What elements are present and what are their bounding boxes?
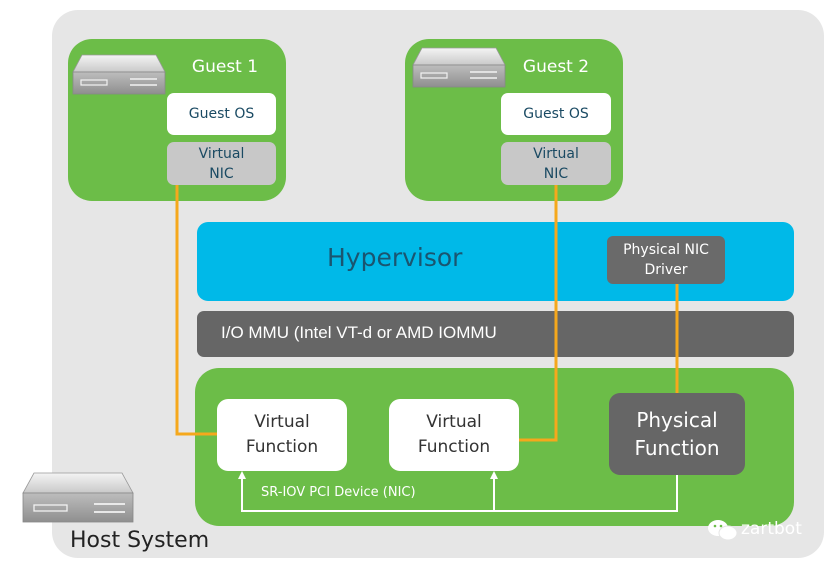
arrow-head-icon — [490, 471, 498, 479]
vf-label-line2: Function — [245, 437, 319, 457]
vnic-label-line1: Virtual — [533, 145, 579, 162]
hypervisor-label: Hypervisor — [327, 243, 463, 272]
vf-label-line2: Function — [417, 437, 491, 457]
physical-nic-driver: Physical NIC Driver — [607, 236, 725, 284]
server-icon — [72, 54, 166, 95]
arrow-head-icon — [238, 471, 246, 479]
guest-1-title: Guest 1 — [191, 57, 259, 77]
vnic-label-line2: NIC — [543, 165, 569, 182]
iommu-layer — [197, 311, 794, 357]
host-system-label: Host System — [70, 528, 210, 553]
wechat-icon — [708, 520, 738, 541]
iommu-label: I/O MMU (Intel VT-d or AMD IOMMU — [221, 323, 497, 342]
server-icon — [412, 47, 506, 88]
guest-os-label: Guest OS — [188, 106, 255, 122]
guest-2-link — [519, 185, 558, 442]
driver-label-line1: Physical NIC — [623, 242, 709, 258]
guest-1-os: Guest OS — [167, 93, 276, 135]
vnic-label-line1: Virtual — [198, 145, 245, 162]
vnic-label-line2: NIC — [209, 165, 234, 182]
watermark-text: zartbot — [741, 519, 802, 539]
sriov-device-label: SR-IOV PCI Device (NIC) — [261, 485, 416, 500]
guest-os-label: Guest OS — [523, 106, 589, 122]
vf-label-line1: Virtual — [254, 412, 310, 432]
pf-vf-control-link — [241, 475, 678, 512]
guest-2-title: Guest 2 — [522, 57, 590, 77]
driver-label-line2: Driver — [644, 262, 688, 278]
server-icon — [22, 472, 134, 523]
guest-1-link — [175, 185, 217, 436]
pf-label-line2: Function — [634, 436, 720, 460]
guest-2-os: Guest OS — [501, 93, 611, 135]
pf-label-line1: Physical — [636, 408, 718, 432]
vf-label-line1: Virtual — [426, 412, 482, 432]
